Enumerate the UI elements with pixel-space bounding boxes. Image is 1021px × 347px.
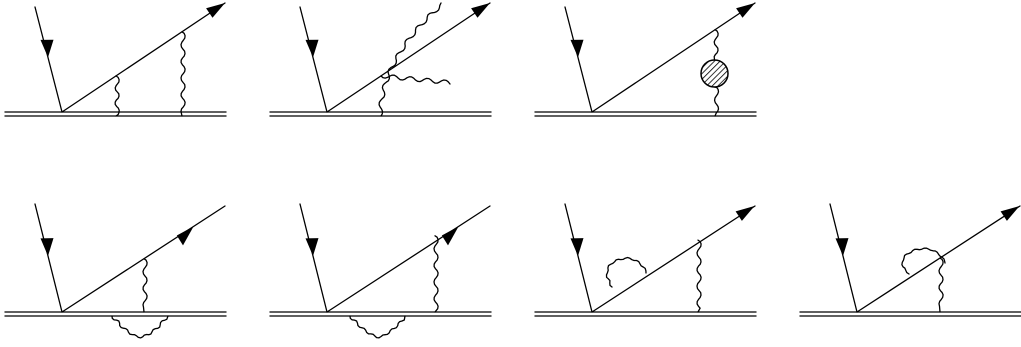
incoming-fermion-line [34,203,63,313]
heavy-double-line [269,311,492,317]
panel-d [4,203,227,339]
photon-exchange [142,258,148,313]
outgoing-arrow-icon [735,206,755,221]
incoming-arrow-icon [40,39,54,58]
heavy-double-line [799,311,1021,317]
incoming-arrow-icon [570,238,584,256]
photon-crossed-2 [378,2,442,117]
incoming-arrow-icon [40,238,54,256]
panel-e [269,203,492,339]
incoming-arrow-icon [305,39,319,58]
photon-exchange-far [180,31,186,117]
incoming-fermion-line [564,203,593,313]
incoming-arrow-icon [570,39,584,58]
photon-upper-segment [713,29,719,61]
panel-a [4,2,227,117]
photon-exchange [938,257,944,313]
row-bottom [4,203,1021,339]
incoming-fermion-line [299,203,328,313]
photon-lower-segment [713,86,720,117]
incoming-fermion-line [299,6,328,113]
vacuum-polarization-blob-icon [700,59,729,88]
outgoing-arrow-icon [441,226,459,246]
photon-self-energy-loop [111,315,169,339]
photon-self-energy-loop [901,247,946,275]
row-top [4,2,757,117]
photon-exchange-near [114,75,120,117]
outgoing-fermion-line [61,2,226,113]
panel-c [534,2,757,117]
panel-f [534,203,757,317]
incoming-fermion-line [829,203,858,313]
outgoing-arrow-icon [176,226,194,246]
outgoing-arrow-icon [471,3,490,18]
heavy-double-line [534,311,757,317]
heavy-double-line [4,111,227,117]
outgoing-fermion-line [591,2,756,113]
panel-b [269,2,492,117]
outgoing-fermion-line [326,205,491,313]
incoming-fermion-line [564,6,593,113]
panel-g [799,203,1021,317]
outgoing-fermion-line [856,205,1021,313]
outgoing-arrow-icon [736,3,755,18]
heavy-double-line [269,111,492,117]
outgoing-fermion-line [591,205,756,313]
incoming-arrow-icon [835,238,849,256]
photon-crossed-1 [380,74,451,85]
outgoing-arrow-icon [1000,206,1020,221]
photon-exchange [696,239,702,313]
incoming-fermion-line [34,6,63,113]
incoming-arrow-icon [305,238,319,256]
outgoing-fermion-line [326,2,491,113]
heavy-double-line [4,311,227,317]
photon-self-energy-loop [349,315,406,339]
outgoing-arrow-icon [206,3,225,18]
photon-exchange [433,235,439,313]
heavy-double-line [534,111,757,117]
photon-self-energy-loop [605,256,647,288]
